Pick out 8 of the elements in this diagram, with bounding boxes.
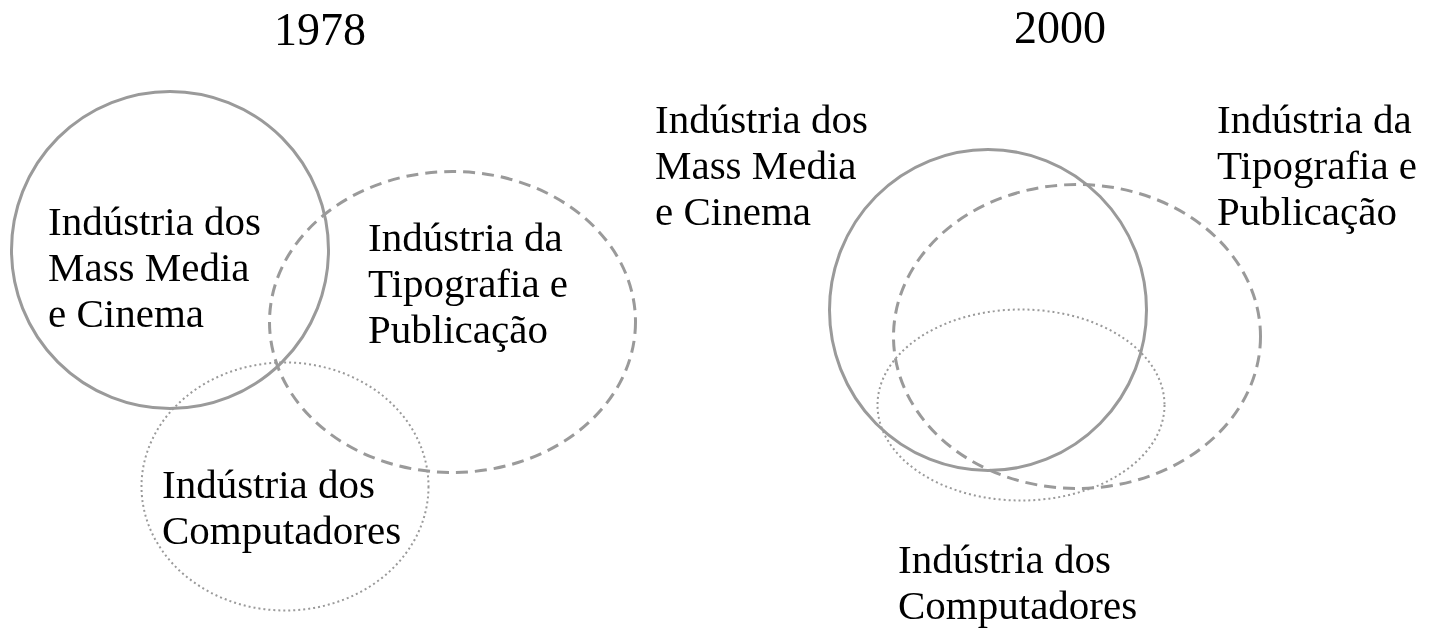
year-heading: 2000 [1013,1,1107,55]
year-heading: 1978 [273,3,367,57]
category-label: Indústria dos Computadores [162,461,403,553]
category-label: Indústria da Tipografia e Publicação [368,214,570,352]
category-label: Indústria dos Mass Media e Cinema [655,96,869,234]
category-label: Indústria da Tipografia e Publicação [1217,96,1419,234]
category-label: Indústria dos Computadores [898,536,1139,628]
category-label: Indústria dos Mass Media e Cinema [48,198,262,336]
